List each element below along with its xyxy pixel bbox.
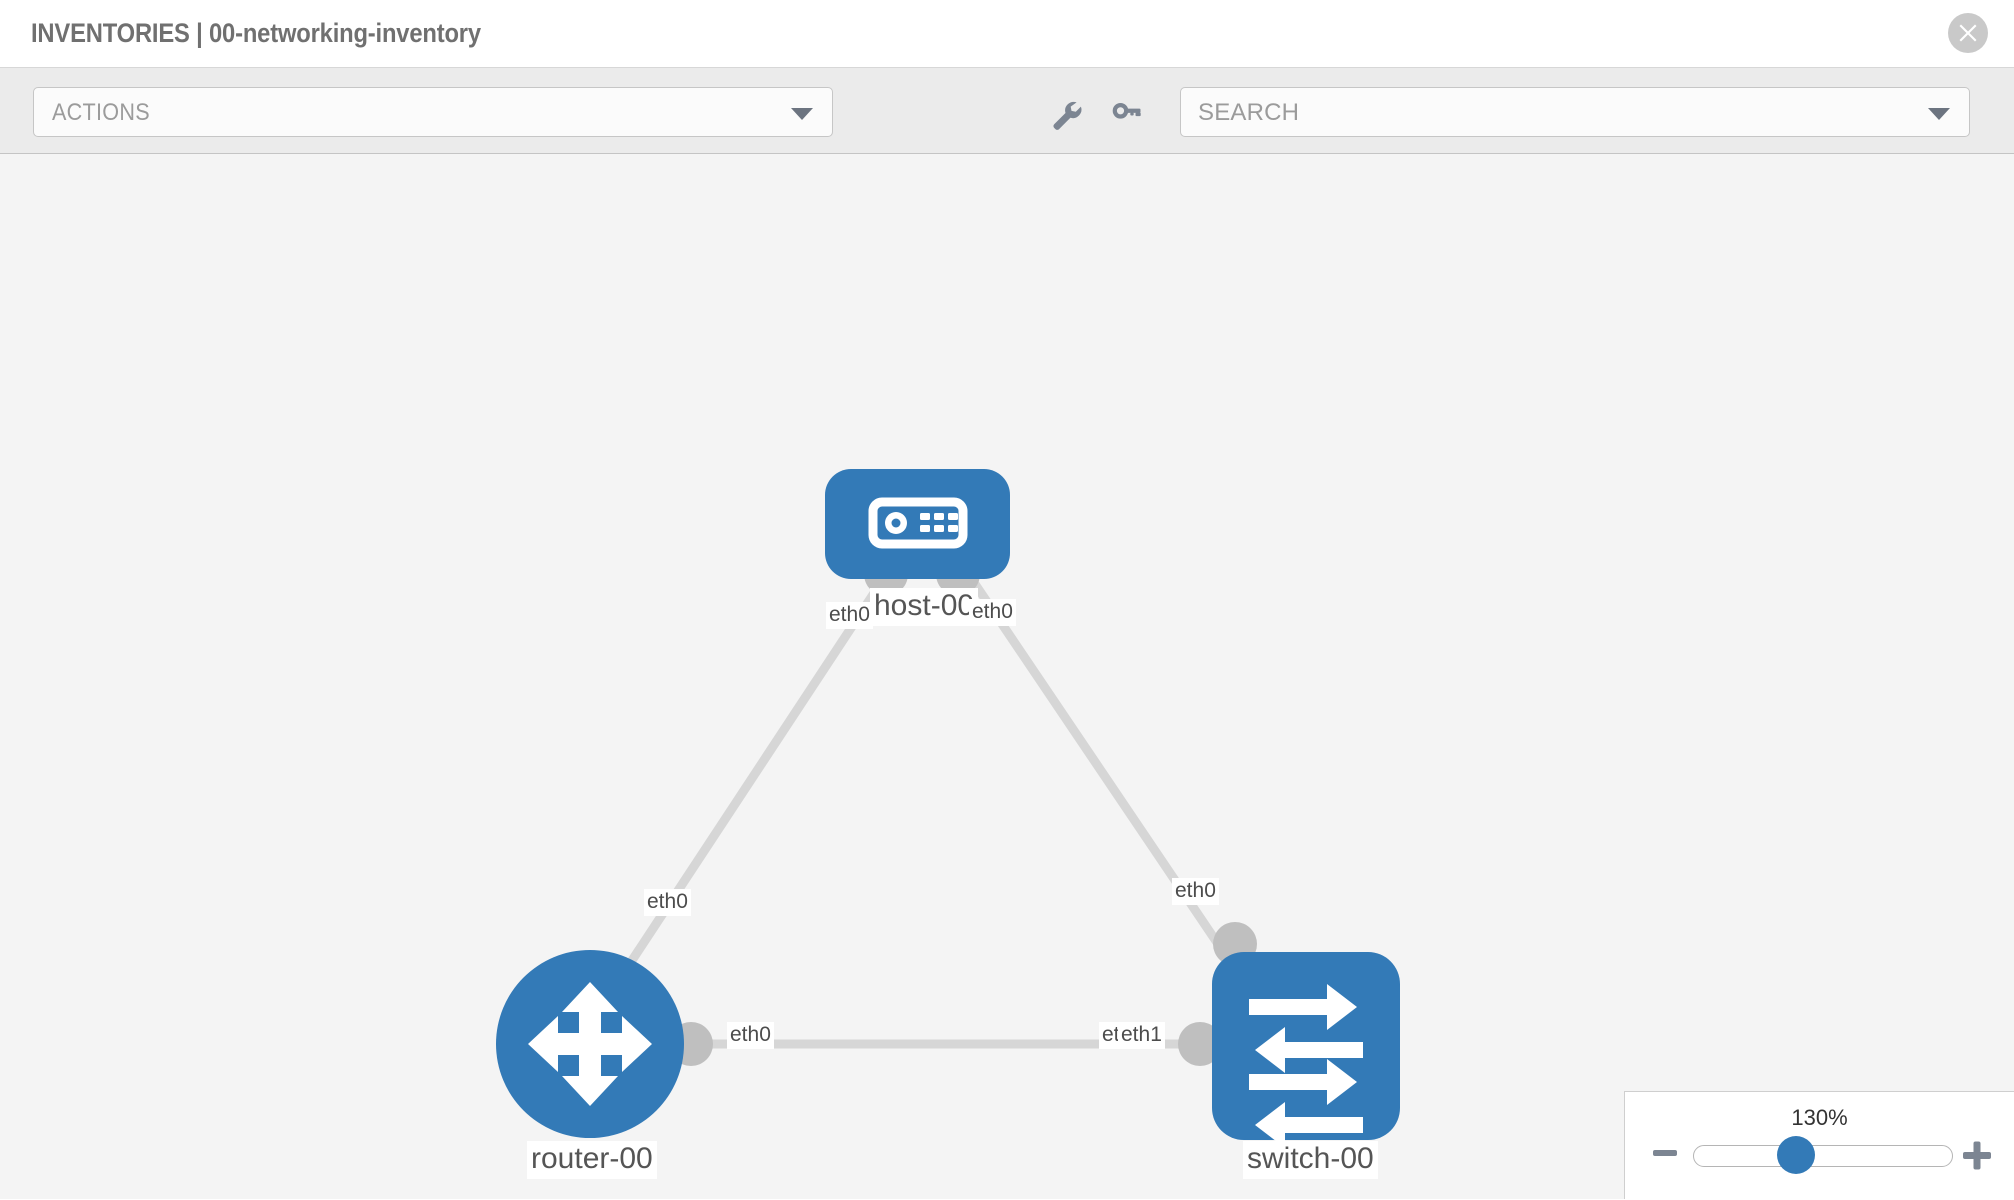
close-icon — [1959, 24, 1977, 42]
wrench-icon — [1053, 101, 1082, 130]
plus-icon — [1963, 1141, 1991, 1170]
link-host-router[interactable] — [596, 581, 884, 1012]
minus-icon — [1653, 1150, 1677, 1156]
port-stub-switch-left[interactable] — [1178, 1022, 1222, 1066]
topology-graph — [496, 469, 1400, 1148]
page-header: INVENTORIES | 00-networking-inventory — [0, 0, 2014, 68]
port-label-host-left: eth0 — [826, 602, 873, 629]
wrench-button[interactable] — [1045, 93, 1085, 133]
key-button[interactable] — [1105, 93, 1145, 133]
port-label-switch-up: eth0 — [1172, 878, 1219, 905]
zoom-slider-thumb[interactable] — [1777, 1136, 1815, 1174]
port-label-router-up: eth0 — [644, 889, 691, 916]
zoom-control-panel: 130% — [1624, 1091, 2014, 1199]
zoom-level-label: 130% — [1791, 1105, 1848, 1130]
port-label-switch-left: eth1 — [1118, 1022, 1165, 1049]
port-label-host-right: eth0 — [969, 599, 1016, 626]
link-host-switch[interactable] — [971, 581, 1249, 987]
port-label-router-right: eth0 — [727, 1022, 774, 1049]
node-label-switch-00: switch-00 — [1243, 1141, 1378, 1179]
zoom-in-button[interactable] — [1962, 1140, 1992, 1170]
node-switch-00[interactable] — [1212, 952, 1400, 1148]
actions-dropdown-label: ACTIONS — [52, 99, 150, 126]
node-label-host-00: host-00 — [870, 588, 979, 626]
link-group — [596, 581, 1249, 1049]
zoom-out-button[interactable] — [1652, 1140, 1678, 1166]
actions-dropdown[interactable]: ACTIONS — [33, 87, 833, 137]
node-router-00[interactable] — [496, 950, 684, 1138]
chevron-down-icon — [791, 108, 813, 120]
close-button[interactable] — [1948, 13, 1988, 53]
search-input[interactable]: SEARCH — [1180, 87, 1970, 137]
search-placeholder: SEARCH — [1198, 99, 1300, 126]
topology-canvas[interactable]: eth0 host-00 eth0 eth0 eth0 eth0 eth eth… — [0, 154, 2014, 1199]
key-icon — [1112, 103, 1141, 119]
node-host-00[interactable] — [825, 469, 1010, 579]
node-label-router-00: router-00 — [527, 1141, 657, 1179]
chevron-down-icon — [1928, 108, 1950, 120]
zoom-slider-track[interactable] — [1693, 1145, 1953, 1167]
toolbar: ACTIONS SEARCH — [0, 68, 2014, 154]
page-title: INVENTORIES | 00-networking-inventory — [31, 18, 481, 48]
